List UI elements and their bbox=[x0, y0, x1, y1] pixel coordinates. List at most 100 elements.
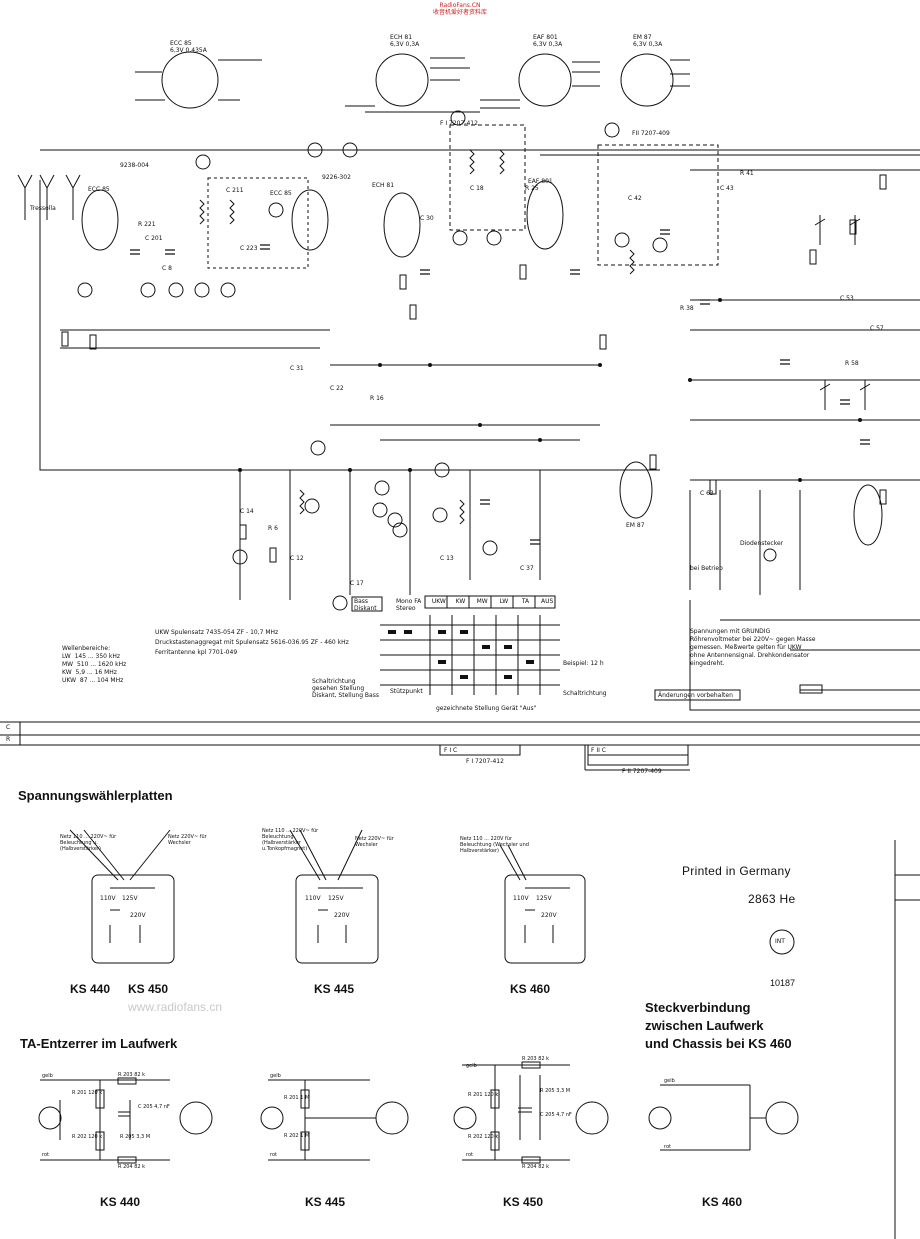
ta-circuit-ks450 bbox=[453, 1061, 609, 1164]
tube-label-ecc85-top: ECC 85 6,3V 0,435A bbox=[170, 40, 207, 54]
tube-label-eaf801-top: EAF 801 6,3V 0,3A bbox=[533, 34, 562, 48]
ta-circuit-ks440 bbox=[38, 1077, 213, 1164]
ks460-part: rot bbox=[664, 1144, 671, 1150]
band-row: UKW 87 ... 104 MHz bbox=[62, 677, 126, 685]
band-row: LW 145 ... 350 kHz bbox=[62, 653, 126, 661]
svg-text:R 58: R 58 bbox=[845, 360, 859, 367]
switch-col: LW bbox=[499, 598, 509, 605]
ta-model-ks460: KS 460 bbox=[702, 1195, 743, 1209]
strip-box-fic: F I C bbox=[444, 747, 458, 754]
plate1-v1: 110V bbox=[100, 895, 116, 902]
ks440-part: R 203 82 k bbox=[118, 1072, 146, 1078]
coil-label-2: 9226-302 bbox=[322, 174, 351, 181]
svg-text:C 17: C 17 bbox=[350, 580, 364, 587]
svg-text:C 30: C 30 bbox=[420, 215, 434, 222]
strip-box-fi: F I 7207-412 bbox=[466, 758, 504, 765]
svg-text:C 12: C 12 bbox=[290, 555, 304, 562]
switch-col: MW bbox=[476, 598, 488, 605]
coil-label-1: 9238-004 bbox=[120, 162, 149, 169]
selector-plate-1 bbox=[91, 874, 175, 964]
section-ta: TA-Entzerrer im Laufwerk bbox=[20, 1036, 178, 1051]
svg-text:C 201: C 201 bbox=[145, 235, 163, 242]
ta-circuit-ks460 bbox=[648, 1084, 799, 1151]
plate2-note-right: Netz 220V~ für Wechsler bbox=[355, 836, 394, 848]
plate3-v1: 110V bbox=[513, 895, 529, 902]
ks440-part: R 204 82 k bbox=[118, 1164, 146, 1170]
svg-text:R 25: R 25 bbox=[525, 185, 539, 192]
beispiel-label: Beispiel: 12 h bbox=[563, 660, 604, 667]
ks450-part: R 201 120 k bbox=[468, 1092, 499, 1098]
ks450-part: C 205 4,7 nF bbox=[540, 1112, 572, 1118]
plate3-v2: 125V bbox=[536, 895, 552, 902]
plate3-note-left: Netz 110 ... 220V für Beleuchtung (Wechs… bbox=[460, 836, 529, 854]
svg-text:C 223: C 223 bbox=[240, 245, 258, 252]
tube-pinout-ecc85 bbox=[161, 51, 219, 109]
ks450-part: gelb bbox=[466, 1063, 477, 1069]
strip-row-c: C bbox=[6, 724, 11, 731]
steck-title-3: und Chassis bei KS 460 bbox=[645, 1036, 792, 1051]
band-row: KW 5,9 ... 16 MHz bbox=[62, 669, 126, 677]
svg-text:C 42: C 42 bbox=[628, 195, 642, 202]
bass-label: Bass Diskant bbox=[354, 598, 377, 612]
plate2-label: KS 445 bbox=[314, 982, 355, 996]
ks450-part: rot bbox=[466, 1152, 473, 1158]
selector-plate-3 bbox=[504, 874, 586, 964]
tube-spec: 6,3V 0,3A bbox=[390, 41, 420, 48]
svg-text:C 8: C 8 bbox=[162, 265, 172, 272]
plate2-v3: 220V bbox=[334, 912, 350, 919]
ks445-part: R 202 1 M bbox=[284, 1133, 310, 1139]
band-range: 87 ... 104 MHz bbox=[79, 677, 124, 684]
bands-title: Wellenbereiche: bbox=[62, 645, 111, 652]
plate1-label-a: KS 440 bbox=[70, 982, 111, 996]
coil-notes: UKW Spulensatz 7435-054 ZF - 10,7 MHz Dr… bbox=[155, 628, 349, 658]
tube-label-em87: EM 87 bbox=[626, 522, 645, 529]
coil-note: Ferritantenne kpl 7701-049 bbox=[155, 649, 238, 656]
tube-em87 bbox=[619, 461, 653, 519]
svg-text:C 37: C 37 bbox=[520, 565, 534, 572]
tube-output bbox=[853, 484, 883, 546]
tube-name: ECH 81 bbox=[390, 34, 413, 41]
schematic-lower bbox=[38, 829, 920, 1239]
tube-pinout-em87 bbox=[620, 53, 674, 107]
coil-note: UKW Spulensatz 7435-054 ZF - 10,7 MHz bbox=[155, 629, 279, 636]
print-code: 2863 He bbox=[748, 892, 796, 906]
svg-text:C 43: C 43 bbox=[720, 185, 734, 192]
tube-pinout-eaf801 bbox=[518, 53, 572, 107]
strip-row-r: R bbox=[6, 736, 11, 743]
band-name: MW bbox=[62, 661, 74, 668]
svg-text:C 14: C 14 bbox=[240, 508, 254, 515]
tube-ecc85-b bbox=[291, 189, 329, 251]
brand-line-2: 收音机爱好者资料库 bbox=[432, 9, 487, 16]
ks445-part: gelb bbox=[270, 1073, 281, 1079]
tube-spec: 6,3V 0,435A bbox=[170, 47, 207, 54]
grundig-logo: INT bbox=[775, 938, 785, 945]
svg-text:C 57: C 57 bbox=[870, 325, 884, 332]
tube-ecc85-a bbox=[81, 189, 119, 251]
antenna-label: Tressolla bbox=[30, 205, 56, 212]
tube-name: ECC 85 bbox=[170, 40, 192, 47]
watermark: www.radiofans.cn bbox=[128, 1000, 223, 1014]
svg-text:C 31: C 31 bbox=[290, 365, 304, 372]
aenderungen-label: Änderungen vorbehalten bbox=[658, 692, 733, 699]
ta-circuit-ks445 bbox=[260, 1079, 409, 1161]
plate2-v1: 110V bbox=[305, 895, 321, 902]
printed-in-germany: Printed in Germany bbox=[682, 864, 791, 878]
filter-label-fi1: F I 7207-412 bbox=[440, 120, 478, 127]
tube-label-ech81: ECH 81 bbox=[372, 182, 395, 189]
band-name: KW bbox=[62, 669, 72, 676]
svg-text:C 18: C 18 bbox=[470, 185, 484, 192]
ks445-part: rot bbox=[270, 1152, 277, 1158]
plate3-label: KS 460 bbox=[510, 982, 551, 996]
stellung-label: gezeichnete Stellung Gerät "Aus" bbox=[436, 705, 537, 712]
brand-mark: RadioFans.CN 收音机爱好者资料库 bbox=[420, 2, 500, 16]
plate1-note-left: Netz 110 ... 220V~ für Beleuchtung u. (H… bbox=[60, 834, 117, 852]
ks440-part: rot bbox=[42, 1152, 49, 1158]
tube-name: EAF 801 bbox=[533, 34, 558, 41]
section-spannung: Spannungswählerplatten bbox=[18, 788, 173, 803]
ks440-part: gelb bbox=[42, 1073, 53, 1079]
ks440-part: C 205 4,7 nF bbox=[138, 1104, 170, 1110]
ta-model-ks445: KS 445 bbox=[305, 1195, 346, 1209]
band-name: UKW bbox=[62, 677, 77, 684]
print-code-2: 10187 bbox=[770, 978, 796, 988]
stutzpunkt-label: Stützpunkt bbox=[390, 688, 423, 695]
